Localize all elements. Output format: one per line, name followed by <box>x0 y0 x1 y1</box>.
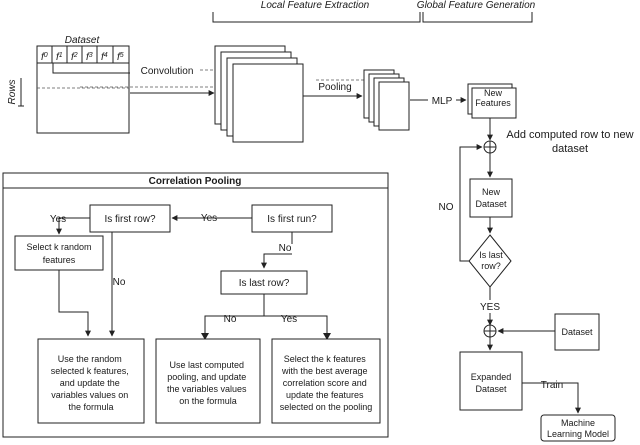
correlation-title: Correlation Pooling <box>149 176 242 187</box>
conv-layers <box>214 45 304 143</box>
is-first-run-box <box>251 204 333 233</box>
yes-label-2: Yes <box>50 214 66 225</box>
ml-model-box <box>540 414 616 442</box>
pooling-layers <box>363 69 410 131</box>
dataset2-label: Dataset <box>561 327 593 337</box>
train-label: Train <box>541 380 563 391</box>
column-f1: f1 <box>56 52 63 63</box>
is-last-row-inner-label: Is last row? <box>239 278 290 289</box>
use-last-box <box>155 338 261 424</box>
no-label: NO <box>439 202 454 213</box>
yes-label-3: Yes <box>281 314 297 325</box>
select-best-box <box>271 338 381 424</box>
header-local-label: Local Feature Extraction <box>261 0 370 11</box>
is-first-row-label: Is first row? <box>104 214 156 225</box>
no-loop-arrow <box>459 144 483 262</box>
pooling-label: Pooling <box>318 82 351 93</box>
use-last-label: Use last computed pooling, and update th… <box>167 360 249 406</box>
column-f3: f3 <box>86 52 93 63</box>
convolution-label: Convolution <box>141 66 194 77</box>
new-dataset-box <box>469 178 513 218</box>
dataset-frame <box>36 45 130 134</box>
mlp-label: MLP <box>432 96 453 107</box>
column-f0: f0 <box>41 52 48 63</box>
expanded-dataset-box <box>459 351 523 411</box>
yes-label-1: Yes <box>201 213 217 224</box>
column-f2: f2 <box>71 52 78 63</box>
no-label-3: No <box>224 314 237 325</box>
column-f5: f5 <box>117 52 124 63</box>
header-global: Global Feature Generation <box>417 0 536 23</box>
header-global-label: Global Feature Generation <box>417 0 536 11</box>
dataset-table: Dataset f0 f1 f2 f3 f4 f5 Rows <box>7 35 130 134</box>
dataset-title: Dataset <box>65 35 101 46</box>
use-random-box <box>37 338 145 424</box>
rows-label: Rows <box>7 79 18 104</box>
train-arrow <box>522 382 581 414</box>
no-label-1: No <box>113 277 126 288</box>
select-random-box <box>14 235 104 271</box>
header-local: Local Feature Extraction <box>212 0 421 23</box>
select-best-label: Select the k features with the best aver… <box>280 354 373 412</box>
column-f4: f4 <box>101 52 108 63</box>
yes-label: YES <box>480 302 500 313</box>
use-random-label: Use the random selected k features, and … <box>51 354 132 412</box>
is-first-row-box <box>89 204 171 233</box>
is-first-run-label: Is first run? <box>267 214 317 225</box>
dataset2-box <box>554 313 600 351</box>
no-label-2: No <box>279 243 292 254</box>
branch-lines <box>204 294 328 338</box>
